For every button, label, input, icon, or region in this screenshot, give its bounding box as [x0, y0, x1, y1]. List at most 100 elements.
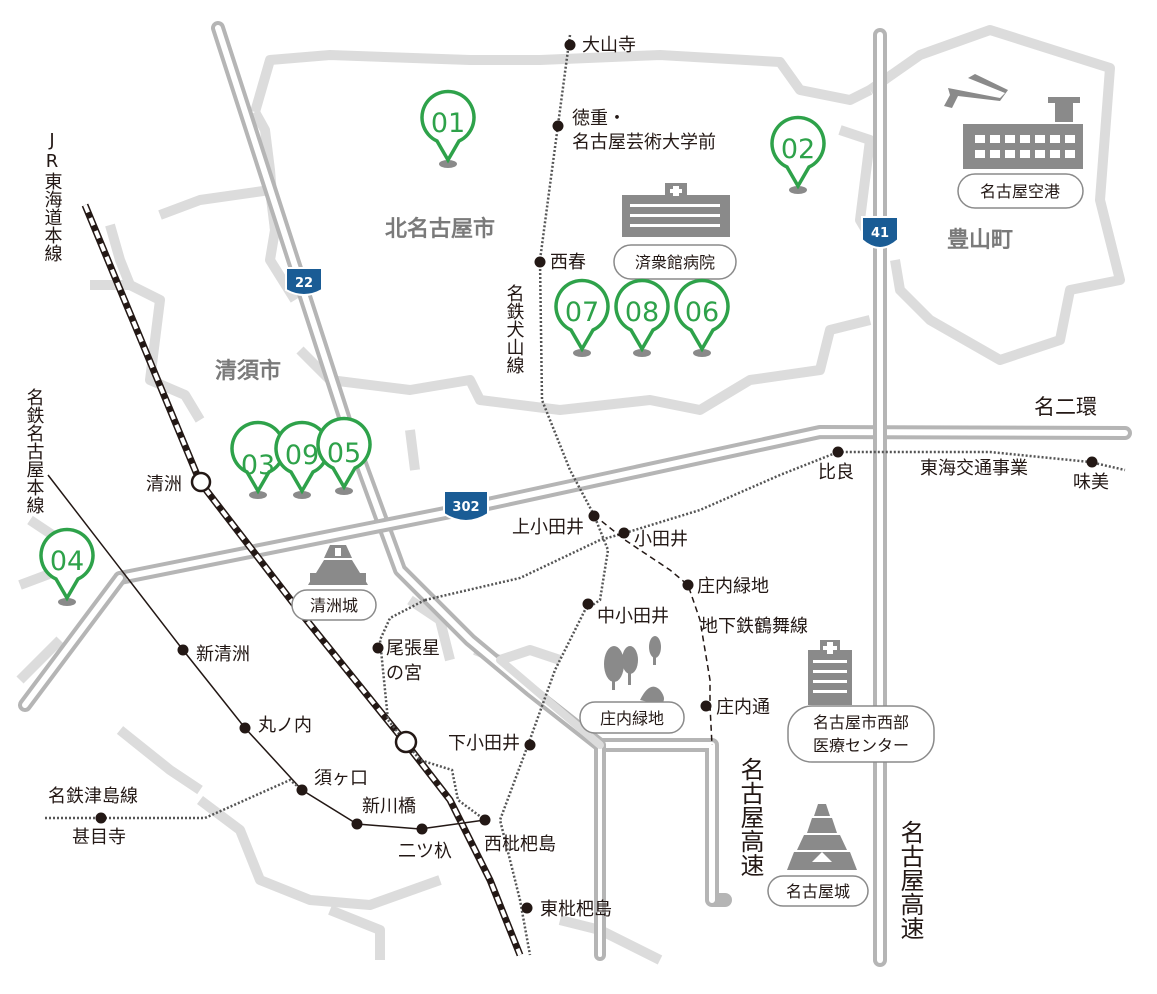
station-markers	[95, 39, 1098, 914]
rail-label-jr-tokaido: JR東海道本線	[42, 130, 63, 262]
airport-icon	[944, 74, 1083, 169]
svg-text:清洲城: 清洲城	[310, 596, 358, 615]
station-label-owari-hoshi-1: 尾張星	[386, 638, 440, 659]
route-22-shield: 22	[285, 267, 323, 296]
rail-label-tsushima: 名鉄津島線	[48, 786, 138, 807]
station-label-shinkiyosu: 新清洲	[196, 644, 250, 665]
rail-label-meitetsu-inuyama: 名鉄犬山線	[504, 284, 525, 374]
station-dot-shinkawabashi	[351, 818, 363, 830]
station-label-kiyosu: 清洲	[146, 474, 182, 495]
station-label-marunouchi: 丸ノ内	[258, 715, 312, 736]
route-302-shield: 302	[443, 490, 489, 522]
station-label-tokushige-1: 徳重・	[572, 108, 626, 129]
hospital-icon	[622, 183, 730, 237]
route-41-shield: 41	[861, 216, 899, 249]
rail-label-tokai-kotsu: 東海交通事業	[920, 458, 1028, 479]
station-dot-owari-hoshi	[372, 642, 384, 654]
station-ring-biwajima	[394, 730, 418, 754]
road-label-nagoya-kosoku-mid: 名古屋高速	[736, 757, 764, 877]
station-label-tokushige-2: 名古屋芸術大学前	[572, 132, 716, 153]
station-dot-kamiotai	[588, 510, 600, 522]
station-label-jimokuji: 甚目寺	[72, 827, 126, 848]
station-label-shimootai: 下小田井	[448, 733, 520, 754]
pin-03[interactable]: 03	[230, 420, 286, 499]
station-label-shonaidori: 庄内通	[716, 697, 770, 718]
pin-04[interactable]: 04	[39, 527, 95, 606]
park-icon	[604, 636, 664, 705]
station-dot-ajima	[1086, 456, 1098, 468]
station-dot-shonairyokuchi	[682, 579, 694, 591]
rail-label-meitetsu-nagoya: 名鉄名古屋本線	[24, 388, 45, 514]
location-pins[interactable]: 01 02 03 09 05 04 07	[39, 89, 826, 606]
svg-text:庄内緑地: 庄内緑地	[600, 709, 664, 728]
station-dot-tokushige	[552, 120, 564, 132]
kiyosu-castle-label-box: 清洲城	[291, 589, 377, 621]
station-label-hira: 比良	[818, 462, 854, 483]
pin-01[interactable]: 01	[420, 89, 476, 168]
station-dot-nakaotai	[582, 598, 594, 610]
rail-label-subway-tsurumai: 地下鉄鶴舞線	[700, 616, 808, 637]
svg-text:22: 22	[295, 276, 313, 291]
svg-text:06: 06	[685, 297, 719, 328]
svg-text:02: 02	[781, 134, 815, 165]
station-label-shonairyokuchi: 庄内緑地	[697, 576, 769, 597]
svg-text:08: 08	[625, 297, 659, 328]
svg-text:名古屋城: 名古屋城	[786, 882, 850, 901]
station-dot-futatsuiri	[416, 823, 428, 835]
svg-text:済衆館病院: 済衆館病院	[635, 253, 715, 272]
rail-jr-tokaido	[81, 203, 524, 957]
station-label-higashibiwajima: 東枇杷島	[540, 899, 612, 920]
station-dot-taisanji	[564, 39, 576, 51]
roads	[18, 21, 1132, 967]
rail-subway-tsurumai	[593, 514, 713, 746]
road-nagoya-kosoku	[593, 738, 732, 907]
road-label-nagoya-kosoku-right: 名古屋高速	[896, 820, 924, 940]
medical-center-label-box: 名古屋市西部 医療センター	[787, 705, 935, 763]
svg-text:03: 03	[241, 450, 275, 481]
station-label-futatsuiri: 二ツ杁	[398, 841, 452, 862]
svg-text:05: 05	[327, 438, 361, 469]
station-dot-sukaguchi	[296, 784, 308, 796]
pin-05[interactable]: 05	[316, 416, 372, 495]
station-label-kamiotai: 上小田井	[512, 517, 584, 538]
nagoya-castle-label-box: 名古屋城	[767, 875, 869, 907]
pin-09[interactable]: 09	[274, 420, 330, 499]
pin-02[interactable]: 02	[770, 115, 826, 194]
hospital-label-box: 済衆館病院	[613, 244, 737, 280]
svg-text:09: 09	[285, 440, 319, 471]
svg-text:04: 04	[50, 546, 84, 577]
station-label-sukaguchi: 須ヶ口	[314, 768, 368, 789]
airport-label-box: 名古屋空港	[957, 173, 1084, 209]
station-dot-nishiharu	[534, 256, 546, 268]
kiyosu-castle-icon	[308, 545, 368, 585]
station-dot-hira	[832, 446, 844, 458]
medical-center-icon	[808, 640, 852, 705]
park-label-box: 庄内緑地	[579, 701, 685, 734]
svg-text:41: 41	[871, 226, 889, 241]
pin-06[interactable]: 06	[674, 278, 730, 357]
station-label-nishibiwajima: 西枇杷島	[484, 834, 556, 855]
station-dot-shonaidori	[700, 700, 712, 712]
station-label-ajima: 味美	[1073, 472, 1109, 493]
station-dot-otai	[618, 527, 630, 539]
station-ring-kiyosu	[190, 471, 212, 493]
station-label-nakaotai: 中小田井	[597, 606, 669, 627]
area-label-kiyosu: 清須市	[215, 358, 281, 384]
district-boundaries	[16, 25, 1125, 965]
station-dot-higashibiwajima	[521, 902, 533, 914]
station-dot-nishibiwajima	[479, 814, 491, 826]
svg-text:名古屋空港: 名古屋空港	[980, 182, 1060, 201]
station-label-shinkawabashi: 新川橋	[362, 796, 416, 817]
station-label-taisanji: 大山寺	[582, 35, 636, 56]
area-label-kitanagoya: 北名古屋市	[385, 216, 495, 242]
station-dot-marunouchi	[239, 722, 251, 734]
station-label-nishiharu: 西春	[550, 252, 586, 273]
svg-text:01: 01	[431, 108, 465, 139]
area-label-toyoyama: 豊山町	[947, 227, 1013, 253]
svg-text:医療センター: 医療センター	[813, 736, 909, 755]
pin-08[interactable]: 08	[614, 278, 670, 357]
svg-text:07: 07	[565, 297, 599, 328]
station-dot-jimokuji	[95, 812, 107, 824]
pin-07[interactable]: 07	[554, 278, 610, 357]
